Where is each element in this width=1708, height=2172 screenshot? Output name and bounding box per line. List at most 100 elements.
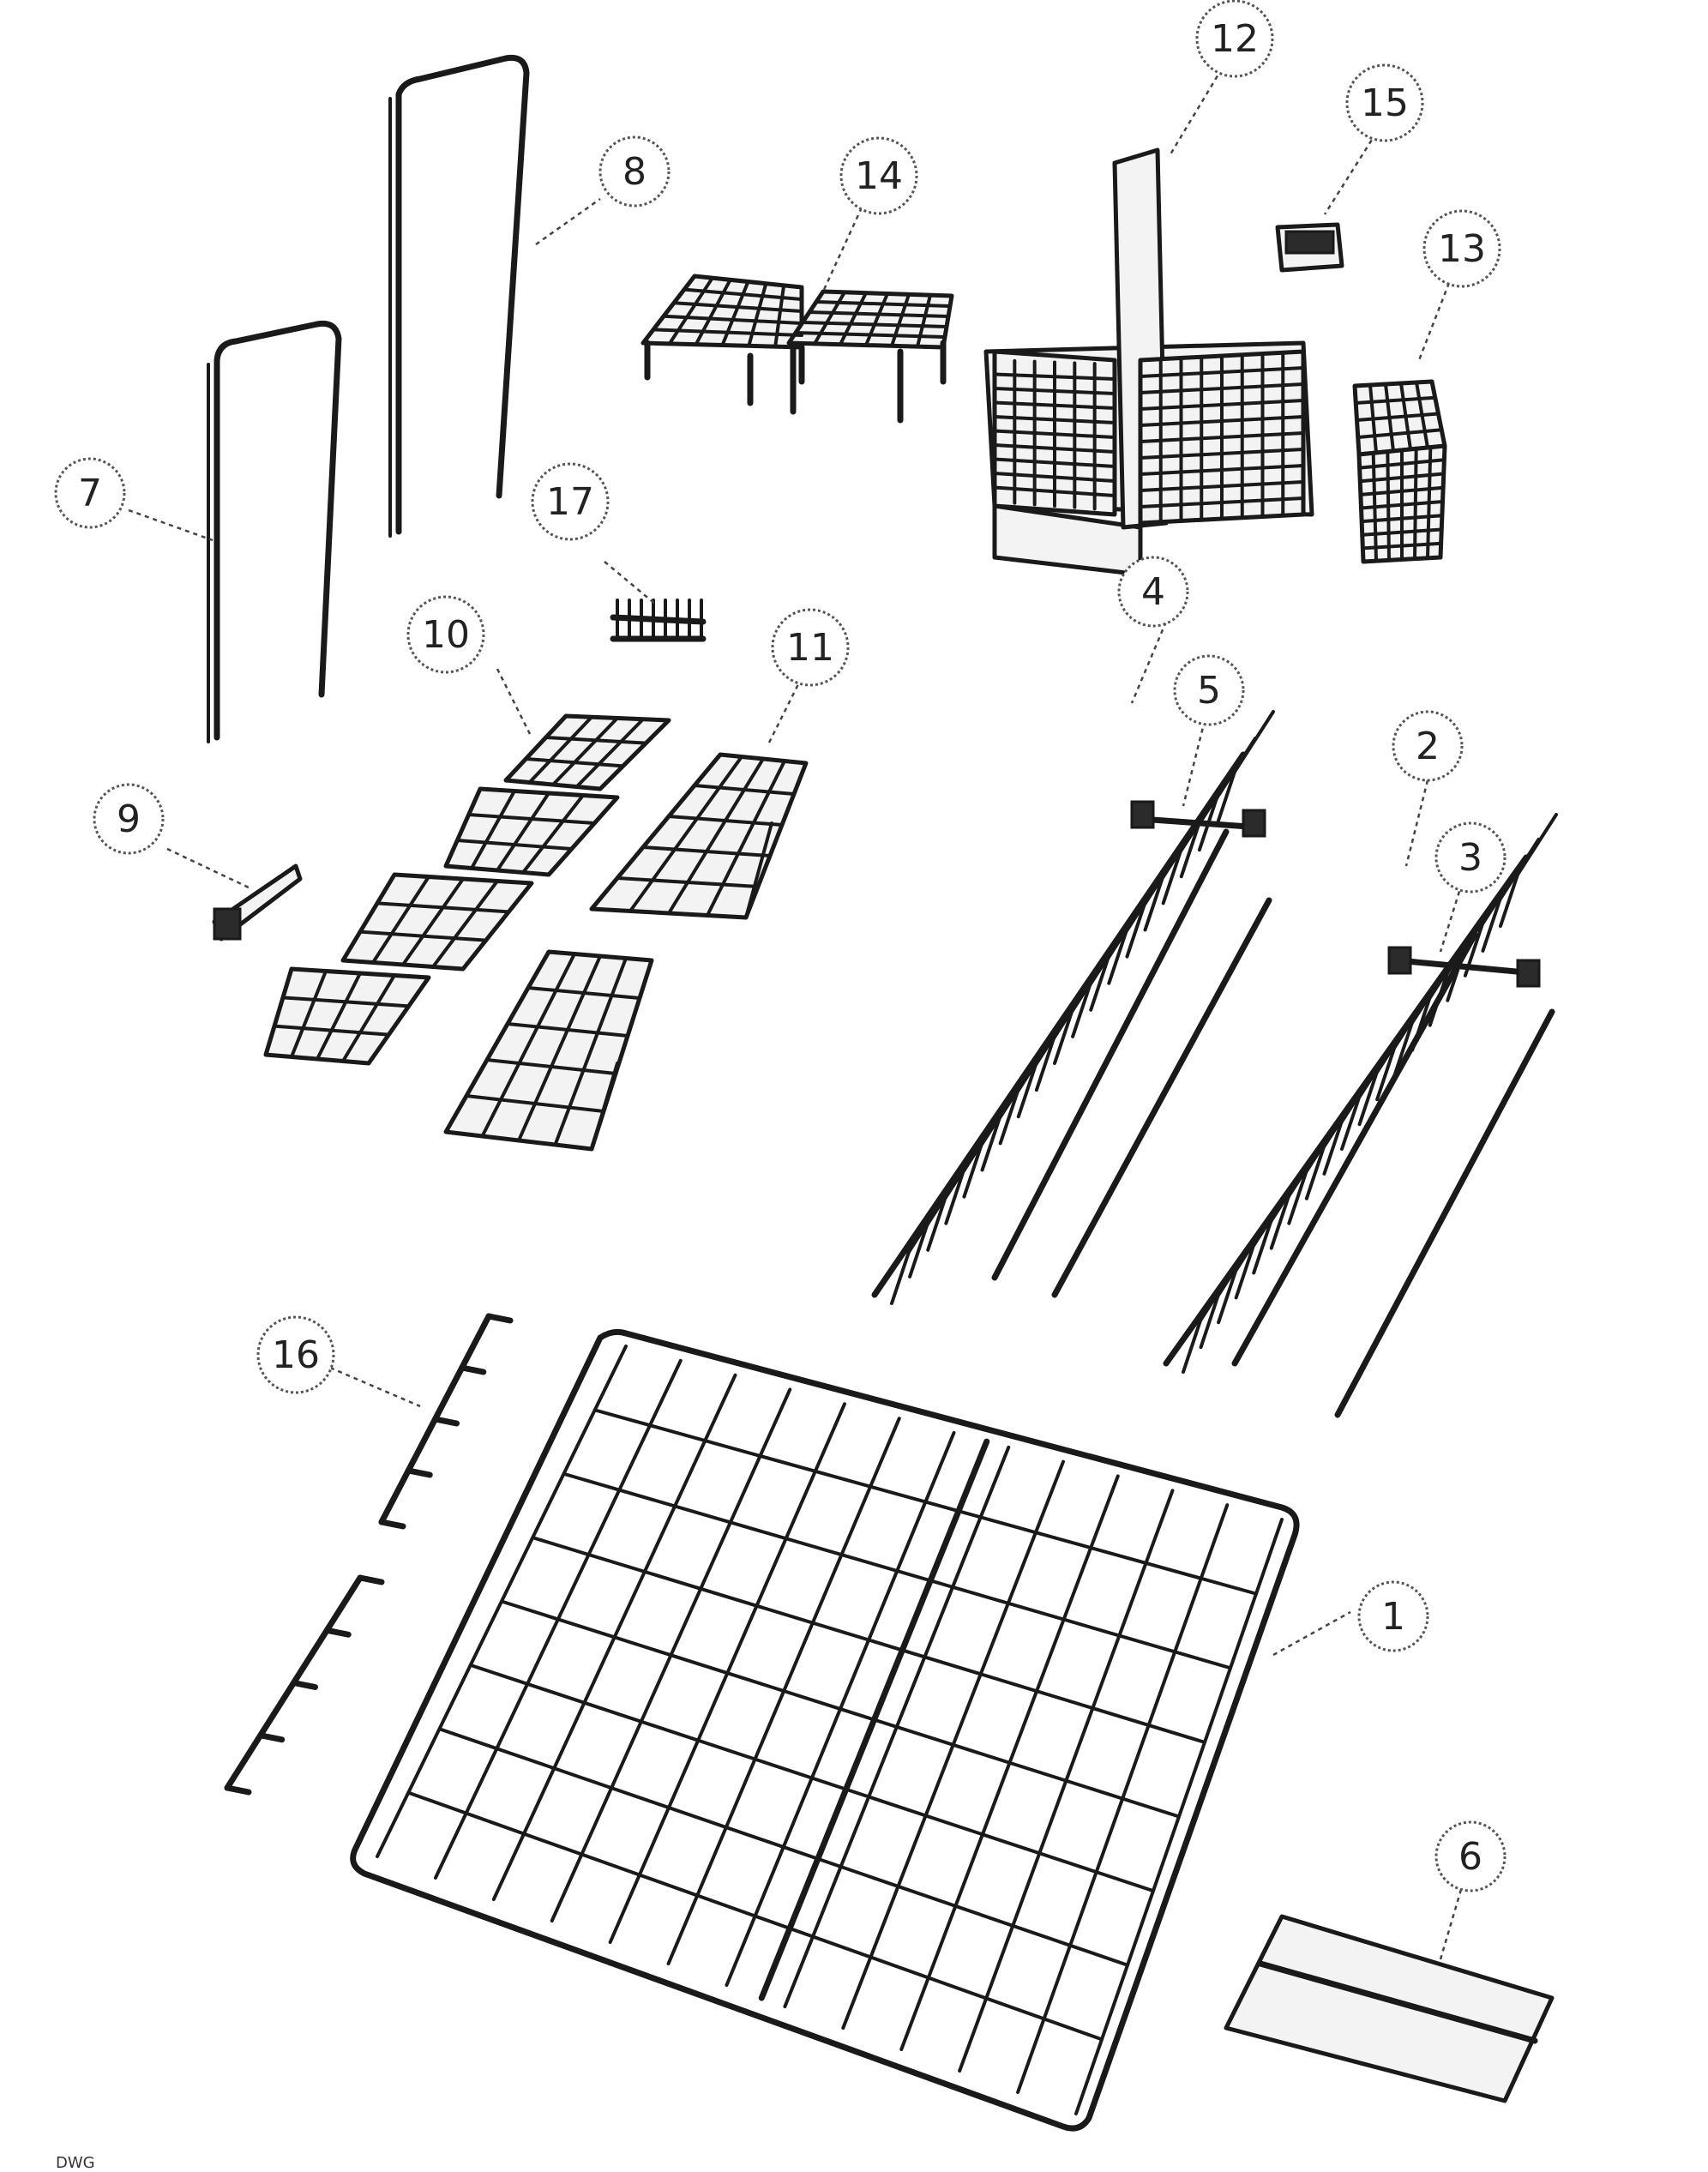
svg-text:4: 4: [1141, 570, 1165, 614]
wire-segment: [1287, 1170, 1308, 1225]
wire-segment: [562, 1471, 1232, 1670]
part-11-folding-shelf: [443, 752, 809, 1152]
callout-7: 7: [54, 457, 126, 529]
svg-text:2: 2: [1416, 725, 1440, 768]
wire-segment: [628, 755, 743, 913]
callout-1: 1: [1357, 1580, 1429, 1652]
wire-segment: [1360, 514, 1444, 524]
callout-9: 9: [93, 783, 165, 855]
part-17-comb: [610, 599, 707, 642]
wire-segment: [257, 1732, 286, 1743]
wire-segment: [291, 1680, 318, 1690]
part-9-clip: [212, 863, 303, 942]
part-2-tine-rack: [1163, 813, 1558, 1418]
wire-segment: [839, 291, 868, 346]
callout-10: 10: [406, 595, 485, 674]
wire-segment: [1304, 1145, 1326, 1200]
wire-segment: [1053, 1010, 1074, 1065]
wire-segment: [281, 996, 411, 1008]
wire-segment: [773, 283, 786, 349]
wire-segment: [993, 443, 1116, 454]
part-14-grid-racks: [640, 274, 954, 424]
wire-segment: [544, 736, 648, 745]
part-5-crossbar: [1130, 800, 1266, 838]
wire-segment: [1139, 448, 1305, 460]
wire-segment: [667, 276, 714, 346]
wire-segment: [1139, 399, 1305, 411]
part-4-tine-rack: [871, 710, 1275, 1305]
wire-segment: [551, 716, 619, 786]
wire-segment: [531, 1536, 1206, 1744]
svg-text:14: 14: [855, 154, 903, 198]
wire-segment: [1216, 770, 1236, 825]
wire-segment: [758, 1438, 990, 2001]
wire-segment: [993, 472, 1116, 483]
wire-segment: [1179, 823, 1200, 879]
wire-segment: [431, 879, 499, 969]
wire-segment: [1234, 1244, 1255, 1300]
wire-segment: [1499, 873, 1519, 928]
svg-text:11: 11: [786, 626, 834, 670]
wire-segment: [1392, 1021, 1414, 1077]
wire-segment: [1375, 1046, 1397, 1102]
wire-segment: [1139, 431, 1305, 443]
wire-segment: [527, 715, 593, 785]
part-7-short-handle: [207, 320, 342, 743]
callout-4: 4: [1117, 556, 1189, 628]
wire-segment: [1322, 1120, 1344, 1176]
wire-segment: [693, 784, 796, 796]
wire-segment: [1139, 480, 1305, 492]
wire-segment: [993, 372, 1116, 381]
wire-segment: [485, 1058, 617, 1075]
wire-segment: [1139, 366, 1305, 378]
callout-3: 3: [1434, 821, 1507, 893]
wire-segment: [808, 310, 950, 318]
wire-segment: [341, 973, 396, 1063]
wire-segment: [616, 876, 760, 888]
wire-segment: [1481, 897, 1502, 953]
wire-segment: [1516, 813, 1558, 876]
wire-segment: [1182, 1319, 1202, 1374]
wire-segment: [944, 1170, 965, 1225]
wire-segment: [667, 757, 765, 915]
svg-text:16: 16: [272, 1333, 320, 1377]
wire-segment: [437, 1727, 1129, 1967]
part-3-crossbar: [1387, 946, 1541, 988]
wire-segment: [1139, 382, 1305, 394]
wire-segment: [1269, 1194, 1290, 1250]
wire-segment: [706, 759, 786, 918]
wire-segment: [890, 1250, 911, 1305]
wire-segment: [1355, 412, 1440, 422]
wire-segment: [574, 717, 645, 789]
wire-segment: [485, 1313, 514, 1324]
wire-segment: [526, 986, 641, 1000]
svg-text:7: 7: [78, 472, 102, 515]
wire-segment: [592, 1408, 1258, 1596]
wire-segment: [908, 1223, 929, 1279]
wire-segment: [794, 331, 947, 339]
svg-text:6: 6: [1458, 1835, 1482, 1879]
wire-segment: [993, 429, 1116, 439]
wire-segment: [1446, 947, 1467, 1002]
wire-segment: [813, 290, 846, 346]
svg-text:12: 12: [1211, 17, 1259, 61]
wire-segment: [496, 791, 550, 872]
wire-segment: [273, 1024, 391, 1037]
callout-15: 15: [1345, 63, 1424, 142]
wire-segment: [1016, 1063, 1037, 1119]
callout-2: 2: [1392, 710, 1464, 782]
wire-segment: [406, 1790, 1104, 2042]
wire-segment: [926, 1196, 947, 1252]
wire-segment: [815, 300, 952, 308]
wire-segment: [916, 293, 932, 349]
wire-segment: [1357, 458, 1446, 470]
wire-segment: [1034, 1037, 1055, 1092]
wire-segment: [1161, 850, 1182, 906]
wire-segment: [470, 789, 516, 870]
wire-segment: [1357, 1071, 1379, 1127]
svg-text:3: 3: [1458, 836, 1482, 880]
part-12-cutlery-basket: [983, 147, 1314, 577]
part-1-main-rack: [350, 1328, 1300, 2132]
wire-segment: [993, 485, 1116, 497]
